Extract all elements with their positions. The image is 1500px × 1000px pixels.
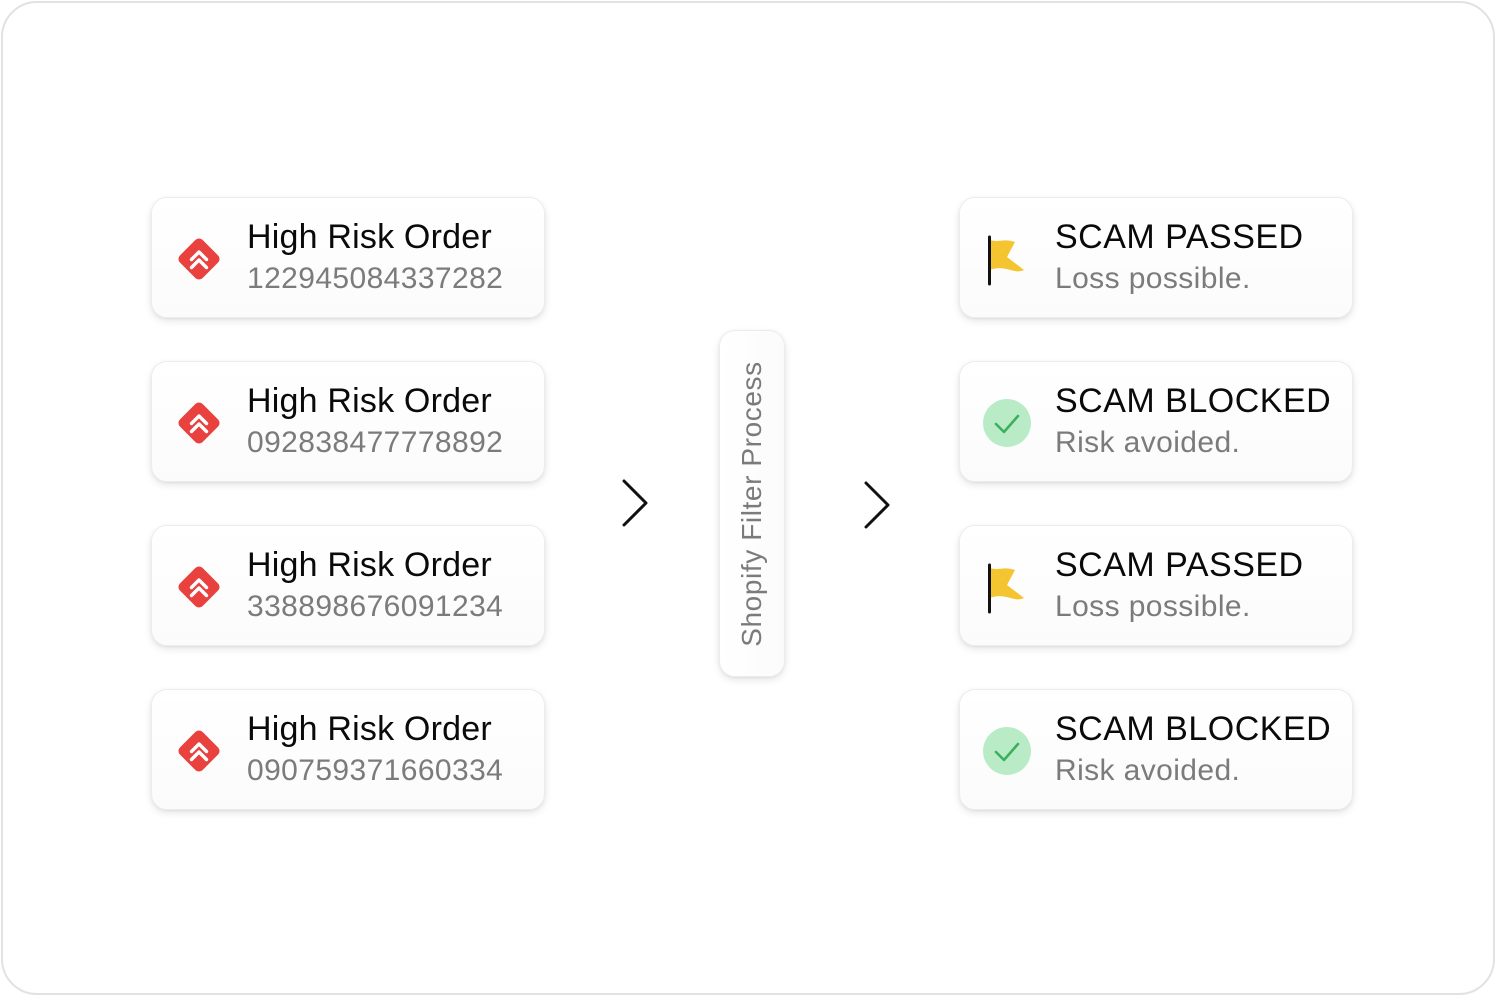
result-card: SCAM BLOCKED Risk avoided. [959, 361, 1353, 482]
result-title: SCAM BLOCKED [1055, 710, 1332, 748]
order-card: High Risk Order 092838477778892 [151, 361, 545, 482]
risk-diamond-icon [171, 559, 227, 615]
order-title: High Risk Order [247, 218, 492, 256]
filter-process-step: Shopify Filter Process [719, 330, 785, 677]
process-label: Shopify Filter Process [736, 360, 767, 647]
order-number: 092838477778892 [247, 426, 504, 459]
risk-diamond-icon [171, 395, 227, 451]
chevron-right-icon [622, 479, 648, 527]
chevron-right-icon [864, 481, 890, 529]
risk-diamond-icon [171, 231, 227, 287]
risk-diamond-icon [171, 723, 227, 779]
result-card: SCAM PASSED Loss possible. [959, 525, 1353, 646]
order-title: High Risk Order [247, 382, 492, 420]
check-circle-icon [979, 395, 1035, 451]
check-circle-icon [979, 723, 1035, 779]
result-card: SCAM PASSED Loss possible. [959, 197, 1353, 318]
result-title: SCAM PASSED [1055, 218, 1304, 256]
order-card: High Risk Order 122945084337282 [151, 197, 545, 318]
order-number: 122945084337282 [247, 262, 504, 295]
order-title: High Risk Order [247, 546, 492, 584]
order-card: High Risk Order 338898676091234 [151, 525, 545, 646]
result-title: SCAM BLOCKED [1055, 382, 1332, 420]
result-card: SCAM BLOCKED Risk avoided. [959, 689, 1353, 810]
result-subtitle: Loss possible. [1055, 262, 1251, 295]
order-number: 338898676091234 [247, 590, 504, 623]
order-card: High Risk Order 090759371660334 [151, 689, 545, 810]
order-number: 090759371660334 [247, 754, 504, 787]
result-title: SCAM PASSED [1055, 546, 1304, 584]
result-subtitle: Risk avoided. [1055, 754, 1241, 787]
order-title: High Risk Order [247, 710, 492, 748]
flag-icon [979, 231, 1035, 287]
result-subtitle: Risk avoided. [1055, 426, 1241, 459]
result-subtitle: Loss possible. [1055, 590, 1251, 623]
flag-icon [979, 559, 1035, 615]
